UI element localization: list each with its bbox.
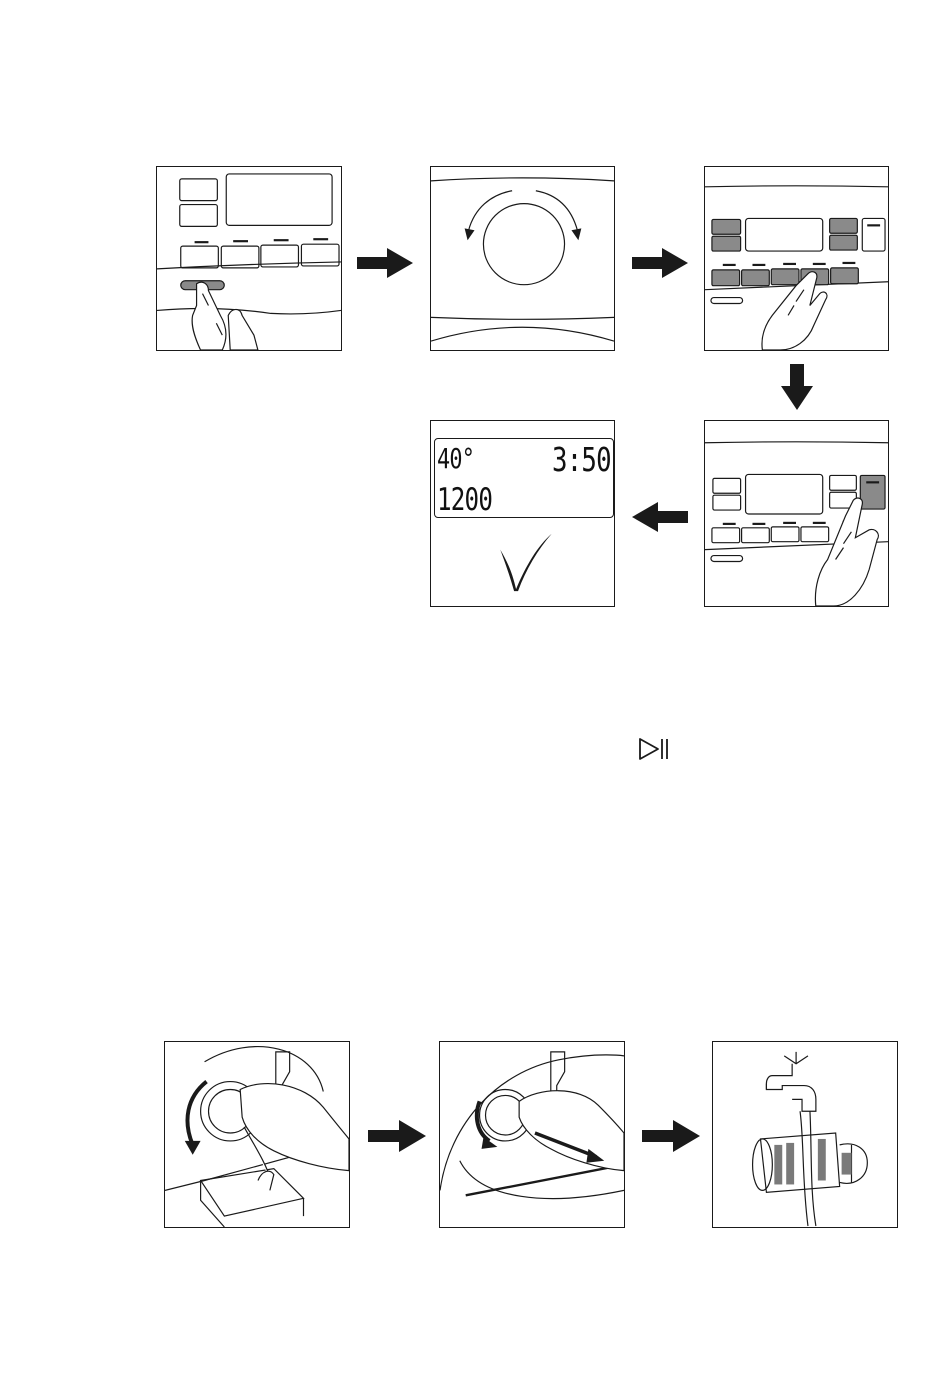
- remove-filter-illustration: [440, 1042, 624, 1227]
- spin-readout: 1200: [437, 482, 492, 518]
- arrow-icon: [780, 362, 814, 412]
- arrow-icon: [630, 246, 690, 280]
- step2-turn-dial-panel: [430, 166, 615, 351]
- lcd-display: 40° 3:50 1200: [434, 438, 614, 518]
- program-dial-illustration: [431, 167, 614, 350]
- control-panel-illustration: [157, 167, 341, 350]
- filter-step2-remove-panel: [439, 1041, 625, 1228]
- filter-step1-drain-panel: [164, 1041, 350, 1228]
- step4-press-start-panel: [704, 420, 889, 607]
- arrow-icon: [355, 246, 415, 280]
- time-readout: 3:50: [552, 440, 611, 479]
- step5-display-confirm-panel: 40° 3:50 1200: [430, 420, 615, 607]
- step3-select-options-panel: [704, 166, 889, 351]
- rinse-filter-illustration: [713, 1042, 897, 1227]
- start-button-illustration: [705, 421, 888, 606]
- drain-filter-illustration: [165, 1042, 349, 1227]
- arrow-icon: [640, 1118, 702, 1154]
- arrow-icon: [366, 1118, 428, 1154]
- step1-press-power-panel: [156, 166, 342, 351]
- filter-step3-rinse-panel: [712, 1041, 898, 1228]
- start-pause-icon: [637, 736, 671, 762]
- temperature-readout: 40°: [437, 442, 474, 475]
- arrow-icon: [630, 500, 690, 534]
- option-buttons-illustration: [705, 167, 888, 350]
